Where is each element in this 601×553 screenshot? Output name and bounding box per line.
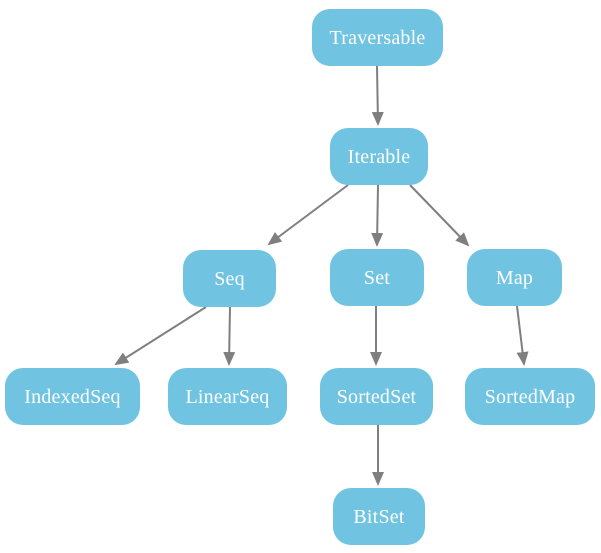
edge-iterable-to-seq <box>267 184 349 246</box>
edge-iterable-to-set <box>371 184 384 247</box>
node-indexedseq: IndexedSeq <box>5 368 140 425</box>
edge-seq-to-linearseq <box>223 306 236 366</box>
node-bitset: BitSet <box>333 488 425 545</box>
edge-iterable-to-map <box>409 184 470 247</box>
node-label: SortedMap <box>484 385 576 408</box>
edge-traversable-to-iterable <box>371 65 384 126</box>
edges-group <box>114 65 529 486</box>
node-label: LinearSeq <box>185 385 270 408</box>
node-sortedset: SortedSet <box>320 368 433 425</box>
node-label: SortedSet <box>336 385 417 408</box>
node-label: Seq <box>214 267 245 290</box>
node-label: Traversable <box>329 26 426 49</box>
node-seq: Seq <box>183 250 276 307</box>
node-label: Map <box>495 266 534 289</box>
node-set: Set <box>330 249 424 306</box>
node-sortedmap: SortedMap <box>465 368 595 425</box>
node-label: IndexedSeq <box>24 385 121 408</box>
node-label: BitSet <box>353 505 405 528</box>
node-traversable: Traversable <box>312 9 443 66</box>
node-map: Map <box>467 249 562 306</box>
node-linearseq: LinearSeq <box>168 368 287 425</box>
node-label: Set <box>363 266 391 289</box>
edge-map-to-sortedmap <box>516 305 529 366</box>
node-iterable: Iterable <box>330 128 428 185</box>
node-label: Iterable <box>347 145 411 168</box>
edge-seq-to-indexedseq <box>114 306 207 366</box>
